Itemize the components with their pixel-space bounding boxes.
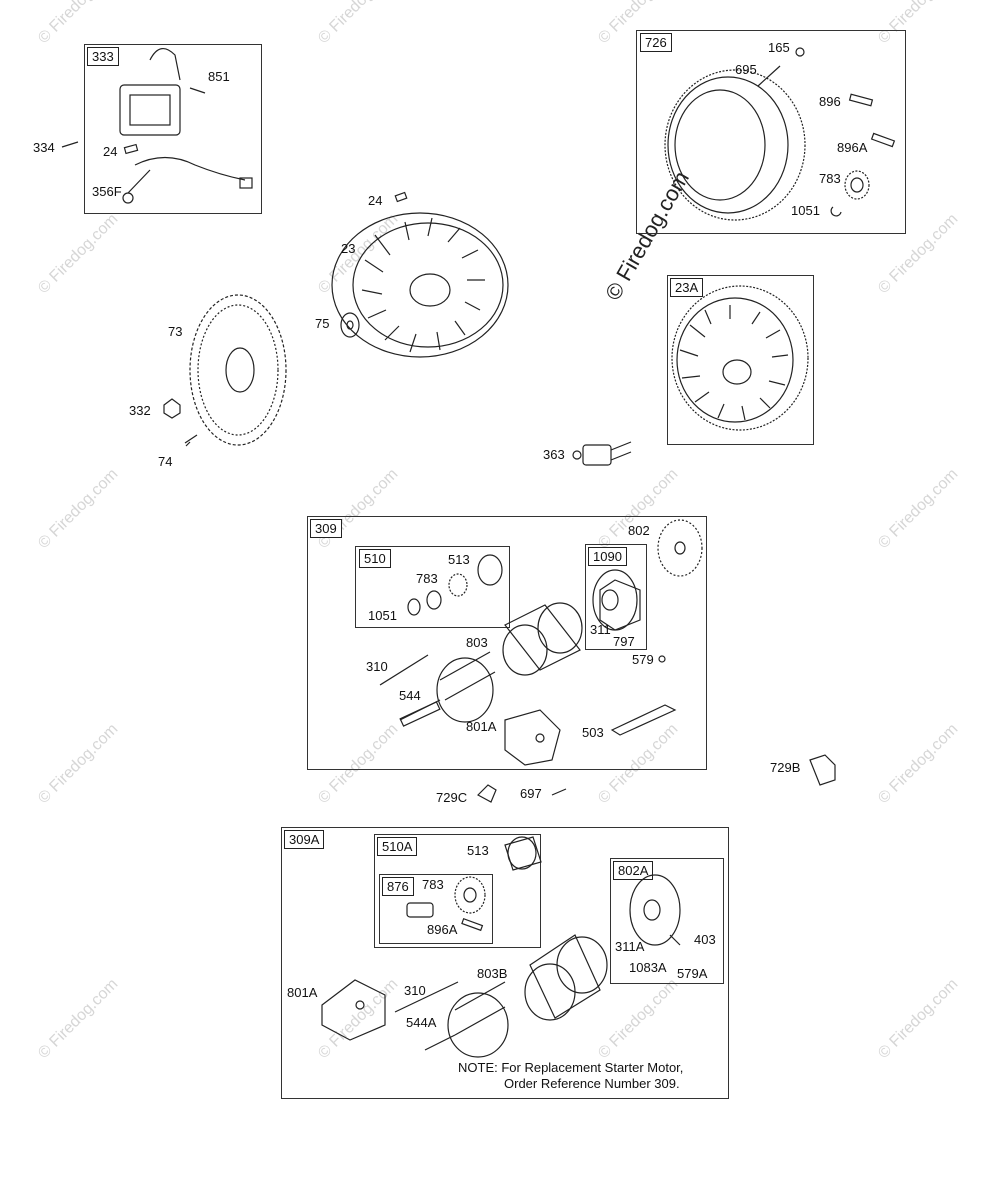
part-label-311A: 311A bbox=[615, 939, 645, 954]
flywheel-icon bbox=[671, 285, 809, 431]
tag-510: 510 bbox=[359, 549, 391, 568]
tag-876: 876 bbox=[382, 877, 414, 896]
part-label-729B: 729B bbox=[770, 760, 801, 775]
part-label-75: 75 bbox=[315, 316, 330, 331]
group-box-309 bbox=[307, 516, 707, 770]
armature-icon bbox=[424, 981, 509, 1058]
end-cap-icon bbox=[629, 874, 681, 946]
tag-23A: 23A bbox=[670, 278, 704, 297]
replacement-note: NOTE: For Replacement Starter Motor, Ord… bbox=[458, 1060, 683, 1093]
pinion-icon bbox=[407, 554, 503, 616]
part-label-1083A: 1083A bbox=[629, 960, 667, 975]
part-label-802: 802 bbox=[628, 523, 650, 538]
part-label-356F: 356F bbox=[92, 184, 122, 199]
part-label-896A: 896A bbox=[837, 140, 868, 155]
part-label-803B: 803B bbox=[477, 966, 508, 981]
motor-housing-icon bbox=[502, 602, 583, 676]
part-label-801A: 801A bbox=[287, 985, 318, 1000]
gear-icon bbox=[844, 170, 870, 200]
end-plate-icon bbox=[504, 709, 561, 766]
ring-gear-icon bbox=[664, 69, 806, 221]
armature-icon bbox=[399, 651, 496, 727]
screen-icon bbox=[189, 294, 287, 446]
group-box-309A bbox=[281, 827, 729, 1099]
flywheel-icon bbox=[331, 212, 509, 358]
tag-309: 309 bbox=[310, 519, 342, 538]
part-label-24: 24 bbox=[368, 193, 383, 208]
group-box-1090 bbox=[585, 544, 647, 650]
part-label-544A: 544A bbox=[406, 1015, 437, 1030]
note-line-1: NOTE: For Replacement Starter Motor, bbox=[458, 1060, 684, 1075]
part-label-797: 797 bbox=[613, 634, 635, 649]
group-box-23A bbox=[667, 275, 814, 445]
part-label-896A: 896A bbox=[427, 922, 458, 937]
tag-1090: 1090 bbox=[588, 547, 627, 566]
part-label-23: 23 bbox=[341, 241, 356, 256]
part-label-1051: 1051 bbox=[791, 203, 820, 218]
part-label-310: 310 bbox=[404, 983, 426, 998]
disc-icon bbox=[657, 519, 703, 577]
tag-510A: 510A bbox=[377, 837, 418, 856]
part-label-851: 851 bbox=[208, 69, 230, 84]
part-label-579: 579 bbox=[632, 652, 654, 667]
part-label-729C: 729C bbox=[436, 790, 468, 805]
tag-333: 333 bbox=[87, 47, 119, 66]
part-label-332: 332 bbox=[129, 403, 151, 418]
note-line-2: Order Reference Number 309. bbox=[504, 1076, 680, 1092]
part-label-695: 695 bbox=[735, 62, 757, 77]
part-label-697: 697 bbox=[520, 786, 542, 801]
drive-icon bbox=[504, 836, 542, 871]
ignition-armature-icon bbox=[119, 48, 253, 204]
part-label-503: 503 bbox=[582, 725, 604, 740]
part-label-363: 363 bbox=[543, 447, 565, 462]
tag-802A: 802A bbox=[613, 861, 654, 880]
part-label-1051: 1051 bbox=[368, 608, 397, 623]
part-label-783: 783 bbox=[422, 877, 444, 892]
motor-housing-icon bbox=[524, 934, 608, 1021]
bracket-icon bbox=[572, 441, 632, 466]
part-label-310: 310 bbox=[366, 659, 388, 674]
gear-icon bbox=[454, 876, 486, 914]
part-label-579A: 579A bbox=[677, 966, 708, 981]
group-box-802A bbox=[610, 858, 724, 984]
part-label-311: 311 bbox=[590, 622, 611, 637]
tag-726: 726 bbox=[640, 33, 672, 52]
part-label-73: 73 bbox=[168, 324, 183, 339]
part-label-803: 803 bbox=[466, 635, 488, 650]
group-box-726 bbox=[636, 30, 906, 234]
part-label-783: 783 bbox=[416, 571, 438, 586]
part-label-544: 544 bbox=[399, 688, 421, 703]
group-box-510 bbox=[355, 546, 510, 628]
part-label-801A: 801A bbox=[466, 719, 497, 734]
part-label-74: 74 bbox=[158, 454, 173, 469]
part-label-783: 783 bbox=[819, 171, 841, 186]
group-box-333 bbox=[84, 44, 262, 214]
part-label-513: 513 bbox=[467, 843, 489, 858]
part-label-896: 896 bbox=[819, 94, 841, 109]
part-label-165: 165 bbox=[768, 40, 790, 55]
group-box-876 bbox=[379, 874, 493, 944]
part-label-24: 24 bbox=[103, 144, 118, 159]
group-box-510A bbox=[374, 834, 541, 948]
tag-309A: 309A bbox=[284, 830, 325, 849]
end-plate-icon bbox=[321, 979, 386, 1041]
part-label-403: 403 bbox=[694, 932, 716, 947]
part-label-513: 513 bbox=[448, 552, 470, 567]
part-label-334: 334 bbox=[33, 140, 55, 155]
